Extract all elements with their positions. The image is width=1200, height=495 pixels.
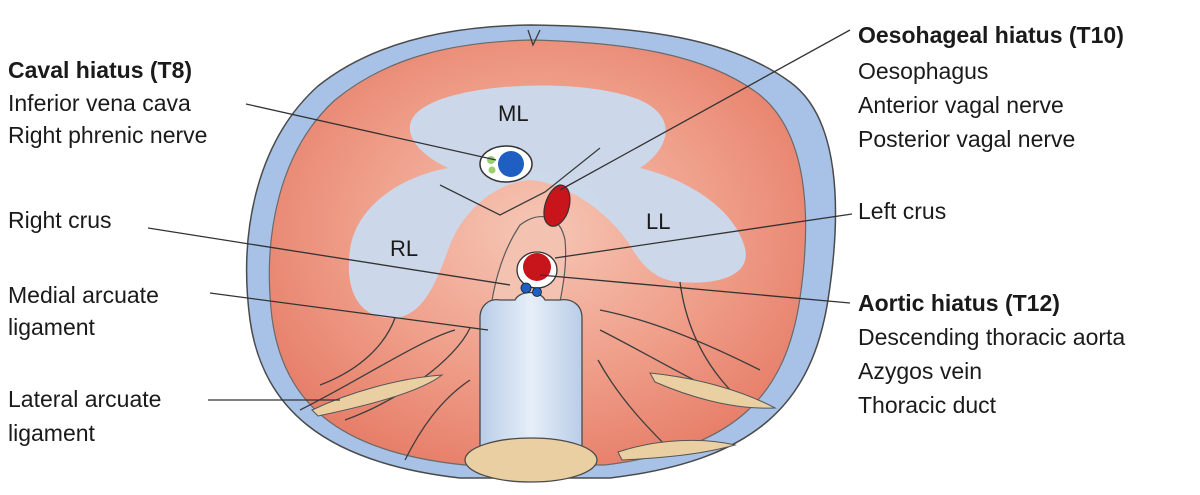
caval-hiatus-heading: Caval hiatus (T8) (8, 57, 193, 83)
aortic-item-azygos: Azygos vein (858, 358, 983, 384)
central-tendon (348, 85, 746, 319)
medial-arcuate-label-line2: ligament (8, 314, 95, 340)
zone-label-ll: LL (646, 209, 670, 234)
leader-lines (147, 29, 853, 401)
medial-arcuate-label-line1: Medial arcuate (8, 282, 159, 308)
lateral-arcuate-band-left (311, 374, 444, 417)
lateral-arcuate-band-right (649, 372, 777, 409)
inferior-vena-cava (498, 151, 524, 177)
zone-label-rl: RL (390, 236, 418, 261)
aortic-item-descending-aorta: Descending thoracic aorta (858, 324, 1126, 350)
aortic-hiatus-heading: Aortic hiatus (T12) (858, 290, 1060, 316)
lateral-arcuate-band-right-lower (617, 439, 737, 461)
leader-aortic (539, 274, 851, 304)
right-phrenic-nerve-2 (488, 166, 496, 174)
oesophageal-item-anterior-vagal: Anterior vagal nerve (858, 92, 1064, 118)
oesophageal-hiatus-heading: Oesohageal hiatus (T10) (858, 22, 1124, 48)
aortic-item-thoracic-duct: Thoracic duct (858, 392, 997, 418)
thoracic-duct (532, 287, 542, 297)
leader-left-crus (554, 213, 853, 259)
lateral-arcuate-label-line2: ligament (8, 420, 95, 446)
left-crus-label: Left crus (858, 198, 947, 224)
lateral-arcuate-label-line1: Lateral arcuate (8, 386, 162, 412)
descending-thoracic-aorta (523, 253, 551, 281)
zone-label-ml: ML (498, 101, 529, 126)
right-crus-label: Right crus (8, 207, 112, 233)
leader-right-crus (147, 227, 511, 286)
leader-oesophageal (559, 29, 851, 191)
caval-item-phrenic: Right phrenic nerve (8, 122, 208, 148)
leader-caval (245, 103, 497, 161)
muscle-fibers (299, 29, 761, 461)
oesophageal-item-posterior-vagal: Posterior vagal nerve (858, 126, 1076, 152)
oesophageal-item-oesophagus: Oesophagus (858, 58, 989, 84)
leader-medial-arcuate (209, 292, 489, 331)
oesophagus (543, 184, 571, 227)
caval-item-ivc: Inferior vena cava (8, 90, 191, 116)
vertebral-column (479, 291, 583, 456)
vertebral-body (464, 437, 598, 483)
azygos-vein (520, 282, 532, 294)
